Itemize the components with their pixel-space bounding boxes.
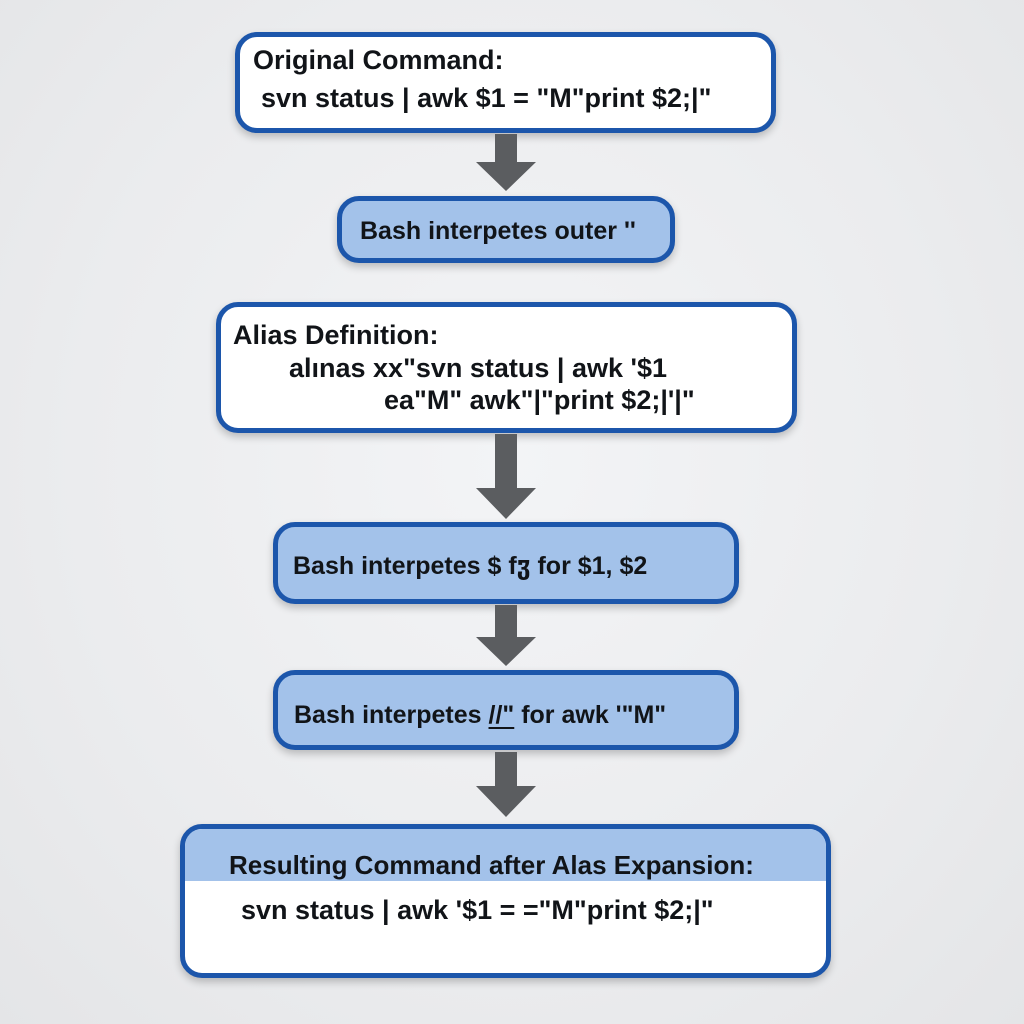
dollar-step-box: Bash interpetes $ fჳ for $1, $2 [273, 522, 739, 604]
dollar-step-label: Bash interpetes $ fჳ for $1, $2 [293, 552, 648, 580]
slash-step-label-start: Bash interpetes [294, 701, 489, 729]
alias-definition-box: Alias Definition: alınas xx"svn status |… [216, 302, 797, 433]
down-arrow-icon [476, 752, 536, 818]
alias-definition-title: Alias Definition: [233, 320, 439, 350]
slash-step-label-end: for awk '"M" [514, 701, 667, 729]
original-command-box: Original Command: svn status | awk $1 = … [235, 32, 776, 133]
original-command-title: Original Command: [253, 45, 504, 75]
alias-definition-line-1: alınas xx"svn status | awk '$1 [289, 353, 667, 383]
resulting-command-title: Resulting Command after Alas Expansion: [229, 850, 754, 880]
down-arrow-icon [476, 134, 536, 192]
alias-definition-line-2: ea"M" awk"|"print $2;|'|" [384, 385, 695, 415]
outer-quotes-step-box: Bash interpetes outer '' [337, 196, 675, 263]
resulting-command-box: Resulting Command after Alas Expansion: … [180, 824, 831, 978]
outer-quotes-step-label: Bash interpetes outer '' [360, 217, 636, 245]
resulting-command-header [185, 829, 826, 881]
original-command-text: svn status | awk $1 = "M"print $2;|" [261, 83, 712, 113]
slash-step-label: Bash interpetes //" for awk '"M" [294, 703, 666, 728]
slash-step-label-underlined: //" [488, 701, 515, 729]
resulting-command-text: svn status | awk '$1 = ="M"print $2;|" [241, 895, 714, 925]
slash-step-box: Bash interpetes //" for awk '"M" [273, 670, 739, 750]
down-arrow-icon [476, 605, 536, 667]
down-arrow-icon [476, 434, 536, 520]
